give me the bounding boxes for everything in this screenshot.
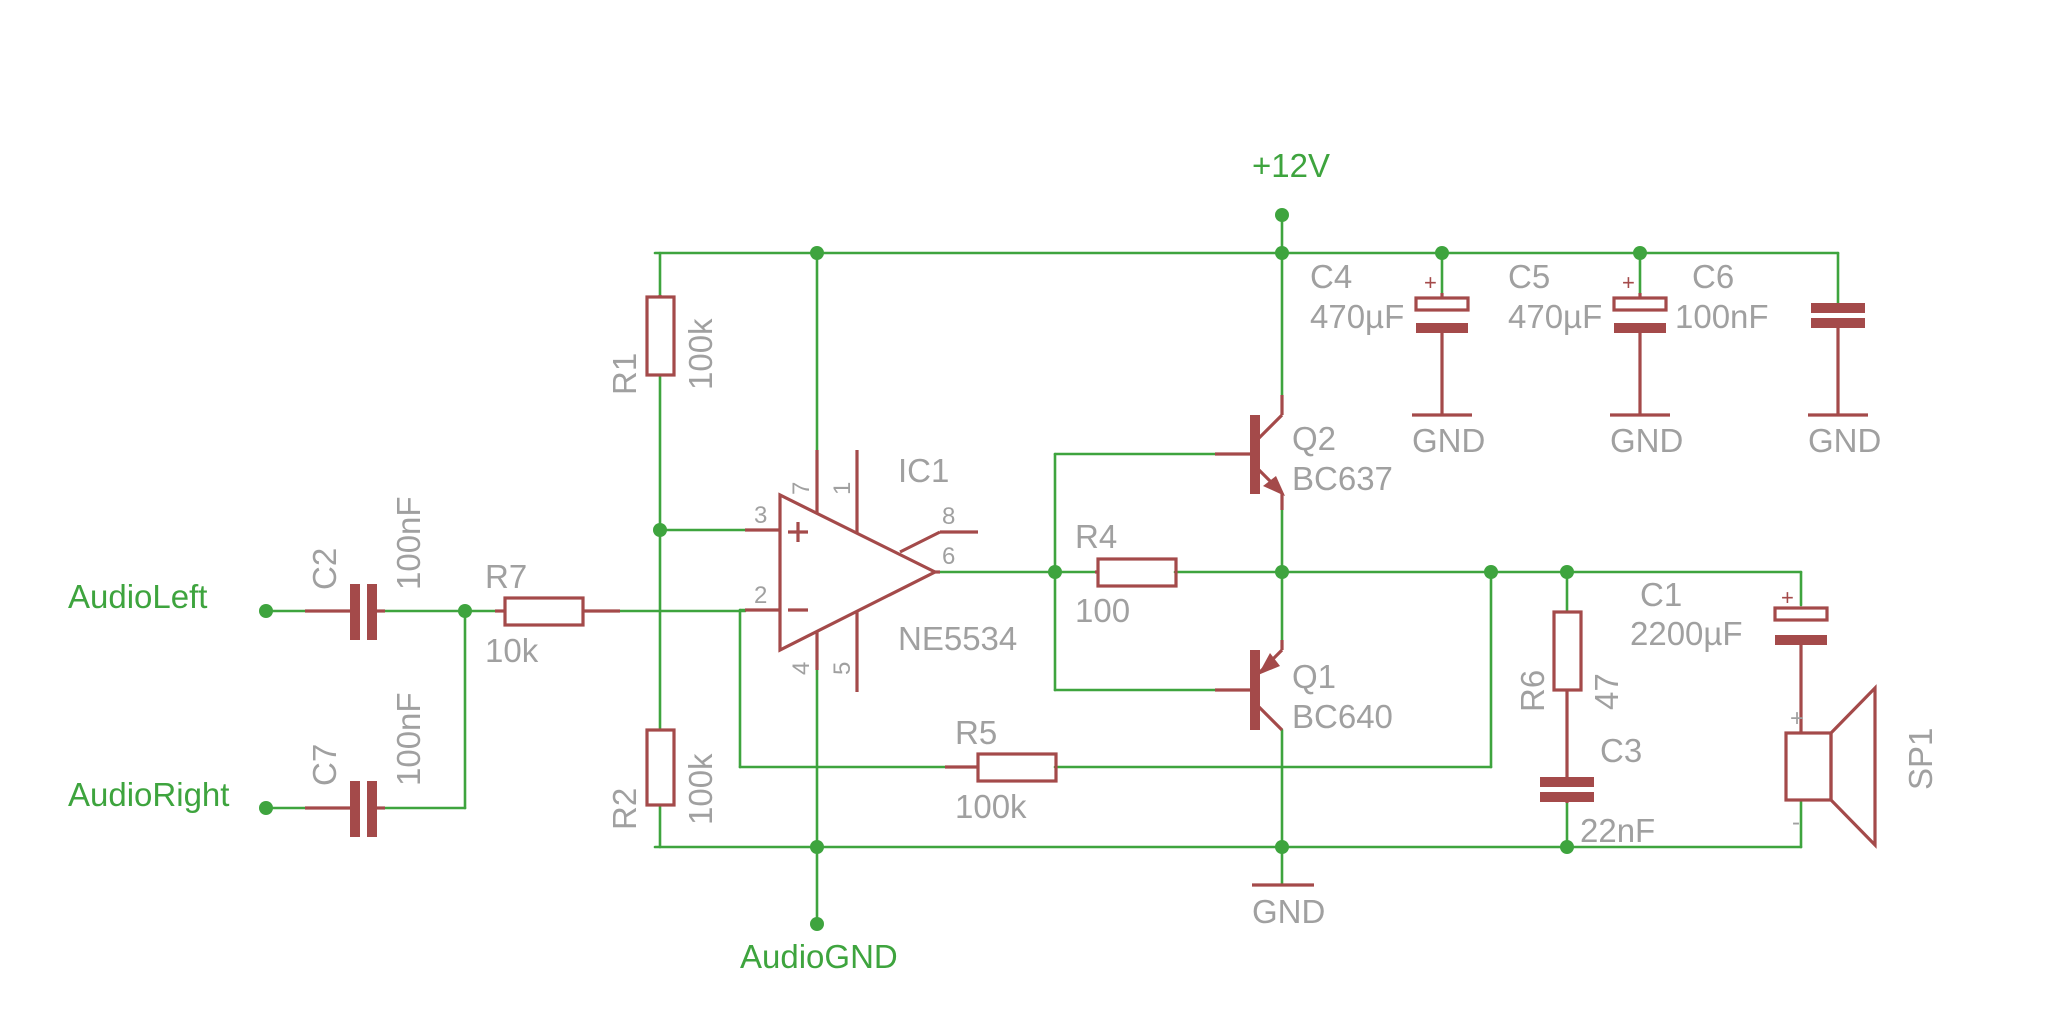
- label-sp1-minus: -: [1792, 809, 1800, 836]
- label-ic1-value: NE5534: [898, 620, 1017, 657]
- label-c4-plus: +: [1424, 270, 1437, 295]
- junction-ic-gnd: [810, 840, 824, 854]
- junction-c3-gnd: [1560, 840, 1574, 854]
- resistor-r7: [495, 596, 620, 627]
- label-c6-value: 100nF: [1675, 298, 1769, 335]
- label-sp1-ref: SP1: [1902, 728, 1939, 790]
- label-ic1-pin8: 8: [942, 503, 955, 530]
- junction-audioright: [259, 801, 273, 815]
- label-c5-ref: C5: [1508, 258, 1550, 295]
- label-ic1-pin3: 3: [754, 502, 767, 529]
- capacitor-c1: [1773, 606, 1829, 733]
- label-r4-value: 100: [1075, 592, 1130, 629]
- capacitor-c2: [305, 584, 385, 640]
- junction-audioleft: [259, 604, 273, 618]
- label-r4-ref: R4: [1075, 518, 1117, 555]
- label-c1-value: 2200µF: [1630, 615, 1743, 652]
- speaker-sp1: [1784, 684, 1877, 849]
- capacitor-c4: [1412, 293, 1472, 417]
- label-ic1-pin6: 6: [942, 543, 955, 570]
- resistor-r6: [1552, 610, 1583, 778]
- junction-audiognd: [810, 917, 824, 931]
- opamp-ic1: [745, 450, 978, 692]
- label-r1-ref: R1: [606, 353, 643, 395]
- label-r5-ref: R5: [955, 714, 997, 751]
- label-ic1-pin2: 2: [754, 582, 767, 609]
- junction-c5-supply: [1633, 246, 1647, 260]
- label-c3-ref: C3: [1600, 732, 1642, 769]
- label-audioright: AudioRight: [68, 776, 229, 813]
- label-c3-value: 22nF: [1580, 812, 1655, 849]
- label-q2-ref: Q2: [1292, 420, 1336, 457]
- label-ic1-pin5: 5: [829, 662, 856, 675]
- junctions: [259, 208, 1647, 931]
- label-audiognd: AudioGND: [740, 938, 898, 975]
- capacitor-c3: [1540, 777, 1594, 803]
- label-r7-value: 10k: [485, 632, 539, 669]
- label-c4-value: 470µF: [1310, 298, 1404, 335]
- label-q1-ref: Q1: [1292, 658, 1336, 695]
- label-c7-ref: C7: [306, 744, 343, 786]
- resistor-r4: [1095, 557, 1178, 588]
- resistor-r5: [945, 752, 1058, 783]
- label-c6-ref: C6: [1692, 258, 1734, 295]
- label-ic1-ref: IC1: [898, 452, 949, 489]
- label-ic1-pin4: 4: [788, 662, 815, 675]
- label-c2-ref: C2: [306, 548, 343, 590]
- junction-divider: [653, 523, 667, 537]
- label-c1-ref: C1: [1640, 576, 1682, 613]
- label-c6-gnd: GND: [1808, 422, 1881, 459]
- label-c5-plus: +: [1622, 270, 1635, 295]
- label-r6-ref: R6: [1514, 670, 1551, 712]
- label-c4-gnd: GND: [1412, 422, 1485, 459]
- label-r2-ref: R2: [606, 788, 643, 830]
- resistor-r1: [645, 295, 676, 377]
- label-ic1-pin1: 1: [829, 482, 856, 495]
- label-r7-ref: R7: [485, 558, 527, 595]
- wires: [264, 213, 1840, 926]
- junction-q2-supply: [1275, 246, 1289, 260]
- label-c7-value: 100nF: [390, 692, 427, 786]
- label-audioleft: AudioLeft: [68, 578, 207, 615]
- label-r1-value: 100k: [682, 318, 719, 390]
- capacitor-c7: [305, 781, 385, 837]
- label-supply: +12V: [1252, 147, 1330, 184]
- junction-output-base: [1048, 565, 1062, 579]
- label-c5-gnd: GND: [1610, 422, 1683, 459]
- junction-ic-supply: [810, 246, 824, 260]
- resistor-r2: [645, 728, 676, 807]
- label-c4-ref: C4: [1310, 258, 1352, 295]
- junction-feedback: [1484, 565, 1498, 579]
- transistor-q2: [1215, 395, 1285, 510]
- label-c1-plus: +: [1781, 585, 1794, 610]
- junction-input-sum: [458, 604, 472, 618]
- label-main-gnd: GND: [1252, 893, 1325, 930]
- junction-c4-supply: [1435, 246, 1449, 260]
- capacitor-c6: [1808, 303, 1868, 417]
- transistor-q1: [1215, 640, 1284, 732]
- capacitor-c5: [1610, 293, 1670, 417]
- junction-output-emitters: [1275, 565, 1289, 579]
- label-ic1-pin7: 7: [788, 482, 815, 495]
- label-r2-value: 100k: [682, 753, 719, 825]
- label-c2-value: 100nF: [390, 496, 427, 590]
- label-sp1-plus: +: [1790, 705, 1804, 732]
- label-r5-value: 100k: [955, 788, 1027, 825]
- label-r6-value: 47: [1588, 673, 1625, 710]
- label-q2-value: BC637: [1292, 460, 1393, 497]
- junction-supply-test: [1275, 208, 1289, 222]
- junction-r6: [1560, 565, 1574, 579]
- label-c5-value: 470µF: [1508, 298, 1602, 335]
- junction-q1-gnd: [1275, 840, 1289, 854]
- label-q1-value: BC640: [1292, 698, 1393, 735]
